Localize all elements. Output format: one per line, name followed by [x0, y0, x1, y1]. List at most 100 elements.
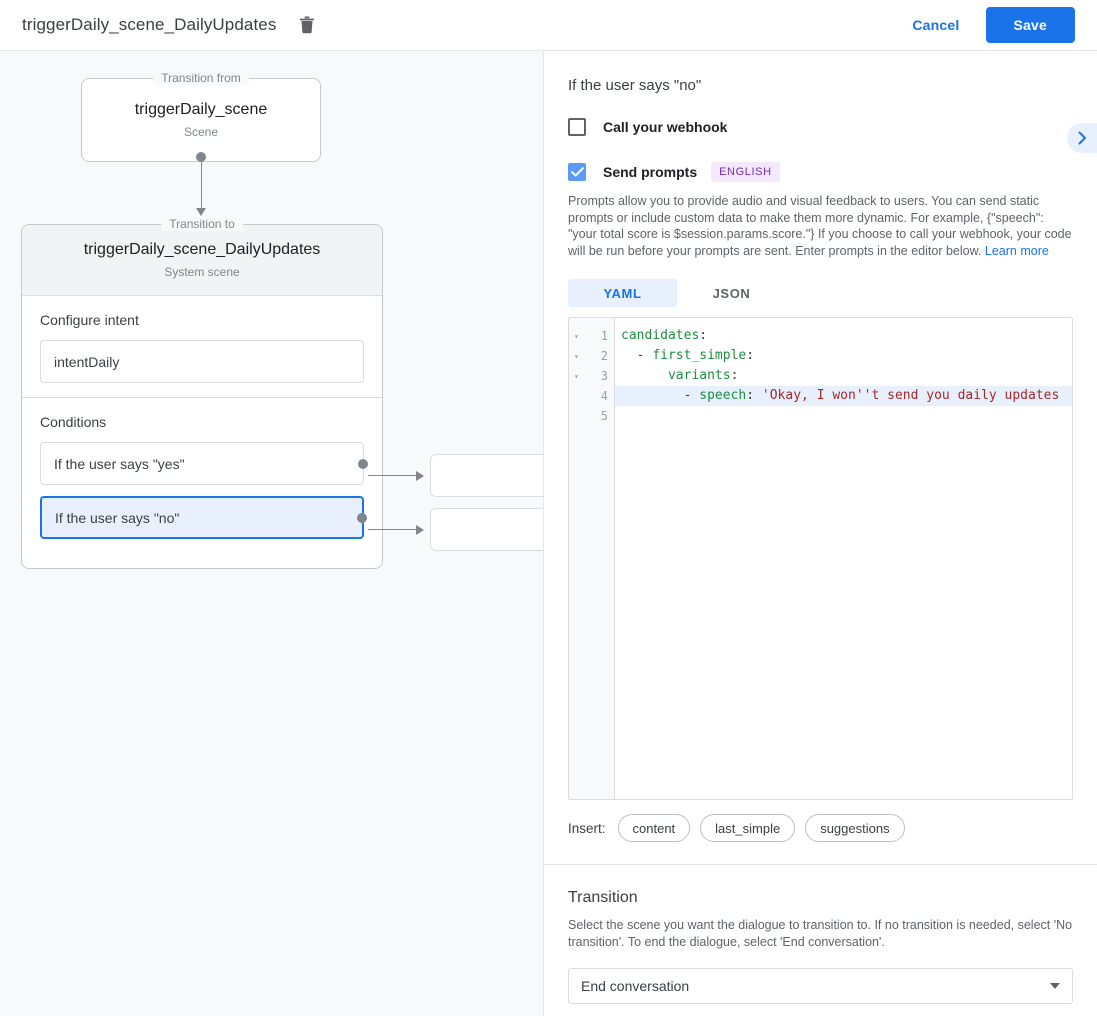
save-button[interactable]: Save: [985, 7, 1075, 43]
condition-connector-dot: [357, 512, 367, 523]
insert-row: Insert: content last_simple suggestions: [568, 814, 1073, 842]
send-prompts-label: Send prompts: [603, 164, 698, 180]
tab-json[interactable]: JSON: [712, 285, 751, 301]
collapse-panel-button[interactable]: [1067, 123, 1097, 153]
connector-arrow-down: [196, 208, 206, 216]
language-badge: ENGLISH: [711, 162, 780, 182]
code-key: speech: [699, 388, 747, 403]
insert-chip-last-simple[interactable]: last_simple: [700, 814, 796, 842]
conditions-section: Conditions If the user says "yes" If the…: [22, 398, 382, 560]
condition-label: If the user says "no": [55, 509, 180, 526]
to-node-subtitle: System scene: [164, 265, 240, 279]
delete-button[interactable]: [294, 12, 320, 38]
condition-label: If the user says "yes": [54, 455, 185, 472]
transition-to-legend: Transition to: [161, 217, 243, 231]
code-line-1: candidates:: [615, 326, 1072, 346]
transition-section-title: Transition: [568, 889, 638, 906]
line-number: 5: [600, 409, 608, 423]
code-line-3: variants:: [615, 366, 1072, 386]
to-node-title: triggerDaily_scene_DailyUpdates: [83, 241, 321, 258]
line-number: 2: [600, 349, 608, 363]
call-webhook-label: Call your webhook: [603, 119, 728, 135]
check-icon: [570, 167, 584, 177]
gutter-line-4: 4: [569, 386, 614, 406]
prompts-help-text: Prompts allow you to provide audio and v…: [568, 193, 1073, 259]
connector-line-vertical: [201, 157, 202, 211]
code-key: variants: [667, 368, 731, 383]
code-line-4: - speech: 'Okay, I won''t send you daily…: [615, 386, 1072, 406]
send-prompts-checkbox[interactable]: [568, 163, 586, 181]
transition-description: Select the scene you want the dialogue t…: [568, 918, 1073, 949]
target-node-yes[interactable]: [430, 454, 543, 497]
condition-row-no[interactable]: If the user says "no": [40, 496, 367, 539]
code-punct: :: [730, 368, 739, 383]
fold-triangle-icon[interactable]: ▾: [574, 351, 579, 361]
condition-connector-dot: [358, 458, 368, 469]
gutter-line-5: 5: [569, 406, 614, 426]
code-indent: [621, 348, 637, 363]
webhook-row[interactable]: Call your webhook: [568, 118, 1073, 136]
format-tabs: YAML JSON: [568, 279, 1073, 307]
editor-code-area[interactable]: candidates: - first_simple: variants: - …: [615, 318, 1072, 799]
connector-line-yes: [368, 475, 418, 476]
code-indent: [621, 368, 668, 383]
transition-target-value: End conversation: [581, 978, 690, 994]
transition-to-card[interactable]: Transition to triggerDaily_scene_DailyUp…: [21, 217, 383, 569]
panel-title: If the user says "no": [568, 77, 702, 94]
gutter-line-2: ▾ 2: [569, 346, 614, 366]
code-dash: -: [636, 348, 653, 363]
code-indent: [621, 388, 684, 403]
insert-chip-suggestions[interactable]: suggestions: [805, 814, 905, 842]
tab-yaml[interactable]: YAML: [568, 279, 677, 307]
insert-label: Insert:: [568, 820, 606, 836]
code-line-5: [615, 406, 1072, 426]
page-title: triggerDaily_scene_DailyUpdates: [22, 15, 277, 34]
transition-from-card[interactable]: Transition from triggerDaily_scene Scene: [81, 71, 321, 162]
cancel-button[interactable]: Cancel: [898, 8, 973, 42]
line-number: 3: [600, 369, 608, 383]
call-webhook-checkbox[interactable]: [568, 118, 586, 136]
connector-arrow-no: [416, 525, 424, 535]
fold-triangle-icon[interactable]: ▾: [574, 331, 579, 341]
code-punct: :: [746, 388, 762, 403]
gutter-line-1: ▾ 1: [569, 326, 614, 346]
card-divider: [22, 397, 382, 398]
chevron-right-icon: [1078, 131, 1086, 145]
connector-arrow-yes: [416, 471, 424, 481]
prompt-code-editor[interactable]: ▾ 1 ▾ 2 ▾ 3 4 5 candidates:: [568, 317, 1073, 800]
details-panel: If the user says "no" Call your webhook …: [543, 51, 1097, 1016]
panel-divider: [544, 864, 1097, 865]
learn-more-link[interactable]: Learn more: [984, 243, 1049, 258]
scene-graph-canvas[interactable]: Transition from triggerDaily_scene Scene…: [0, 51, 543, 1016]
from-node-title: triggerDaily_scene: [134, 101, 268, 118]
line-number: 4: [600, 389, 608, 403]
line-number: 1: [600, 329, 608, 343]
code-line-2: - first_simple:: [615, 346, 1072, 366]
prompts-help-body: Prompts allow you to provide audio and v…: [568, 194, 1072, 258]
editor-gutter: ▾ 1 ▾ 2 ▾ 3 4 5: [569, 318, 615, 799]
configure-intent-label: Configure intent: [40, 312, 139, 328]
from-node-subtitle: Scene: [183, 125, 219, 139]
conditions-label: Conditions: [40, 414, 107, 430]
insert-chip-content[interactable]: content: [617, 814, 691, 842]
top-bar: triggerDaily_scene_DailyUpdates Cancel S…: [0, 0, 1097, 51]
send-prompts-row[interactable]: Send prompts ENGLISH: [568, 162, 1073, 182]
transition-target-select[interactable]: End conversation: [568, 968, 1073, 1004]
trash-icon: [300, 16, 315, 34]
chevron-down-icon: [1050, 983, 1060, 989]
code-key: candidates: [621, 328, 700, 343]
code-key: first_simple: [652, 348, 747, 363]
code-punct: :: [699, 328, 708, 343]
panel-header: If the user says "no": [568, 51, 1073, 94]
code-dash: -: [683, 388, 700, 403]
fold-triangle-icon[interactable]: ▾: [574, 371, 579, 381]
target-node-no[interactable]: [430, 508, 543, 551]
configure-intent-section: Configure intent intentDaily: [22, 296, 382, 393]
code-string: 'Okay, I won''t send you daily updates: [761, 388, 1060, 403]
intent-field[interactable]: intentDaily: [40, 340, 364, 383]
code-punct: :: [746, 348, 755, 363]
connector-line-no: [368, 529, 418, 530]
condition-row-yes[interactable]: If the user says "yes": [40, 442, 368, 485]
transition-from-legend: Transition from: [153, 71, 249, 85]
gutter-line-3: ▾ 3: [569, 366, 614, 386]
